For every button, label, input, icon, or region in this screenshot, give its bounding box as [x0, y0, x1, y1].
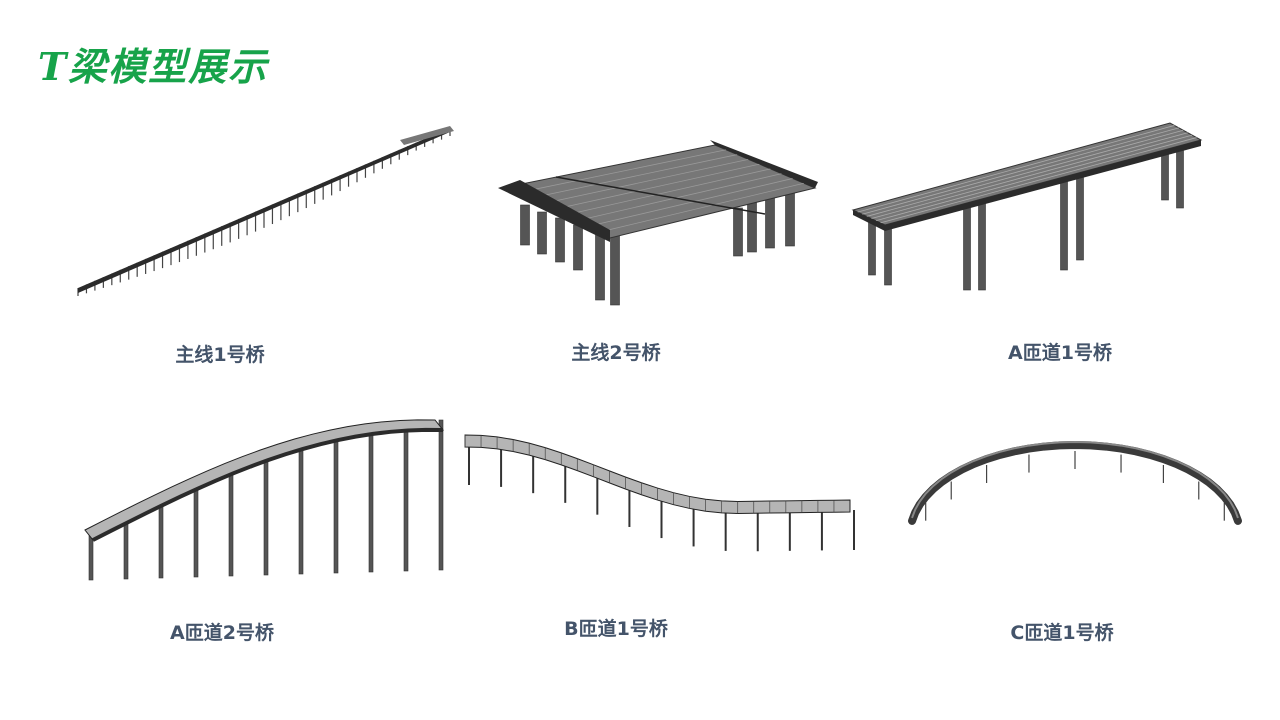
bridge-deck	[78, 128, 450, 293]
pier	[438, 419, 444, 571]
pier	[1176, 142, 1184, 209]
pier	[747, 201, 757, 253]
bridge-model-ramp-b-1-image	[464, 434, 855, 552]
pier	[228, 463, 234, 577]
pier	[555, 217, 565, 263]
pier	[263, 449, 269, 576]
bridge-model-main-line-2	[490, 130, 830, 320]
deck-joint	[555, 176, 766, 215]
pier	[963, 199, 971, 291]
pier	[537, 211, 547, 255]
bridge-deck	[908, 440, 1242, 525]
deck-line	[585, 178, 793, 228]
bridge-abutment	[498, 180, 610, 242]
bridge-model-ramp-a-1	[845, 115, 1215, 305]
bridge-model-main-line-2-image	[498, 140, 818, 306]
bridge-deck-edge	[92, 427, 444, 542]
bridge-model-main-line-1-image	[77, 126, 454, 296]
bridge-model-ramp-b-1	[455, 420, 855, 560]
pier	[978, 194, 986, 291]
bridge-deck-edge	[853, 210, 885, 231]
deck-line	[573, 173, 782, 222]
bridge-model-ramp-a-2	[75, 390, 455, 600]
bridge-abutment	[710, 140, 818, 188]
pier	[610, 229, 620, 306]
deck-line	[875, 134, 1193, 222]
pier	[1060, 169, 1068, 271]
bridge-deck-end	[400, 126, 454, 145]
caption-main-line-2: 主线2号桥	[571, 342, 661, 364]
deck-line	[561, 168, 771, 217]
caption-ramp-c-1: C匝道1号桥	[1010, 622, 1114, 644]
caption-ramp-a-2: A匝道2号桥	[170, 622, 274, 644]
bridge-model-ramp-a-1-image	[851, 122, 1203, 291]
bridge-model-ramp-c-1-image	[908, 440, 1242, 525]
pier	[785, 191, 795, 247]
deck-line	[871, 132, 1188, 219]
pier	[1076, 164, 1084, 261]
bridge-deck-edge	[885, 140, 1201, 231]
deck-line	[862, 127, 1179, 215]
deck-line	[857, 125, 1175, 213]
deck-line	[525, 154, 738, 200]
pier	[193, 478, 199, 578]
caption-ramp-b-1: B匝道1号桥	[564, 618, 668, 640]
bridge-model-ramp-a-2-image	[84, 419, 445, 581]
pier	[733, 207, 743, 257]
deck-line	[537, 158, 749, 206]
pier	[595, 229, 605, 301]
pier	[573, 224, 583, 271]
pier	[520, 204, 530, 246]
deck-line	[513, 149, 727, 194]
caption-main-line-1: 主线1号桥	[175, 344, 265, 366]
page-title: T梁模型展示	[38, 44, 269, 89]
pier	[298, 438, 304, 575]
bridge-deck	[464, 434, 851, 514]
deck-line	[866, 129, 1184, 217]
bridge-model-ramp-c-1	[895, 435, 1255, 555]
pier	[333, 429, 339, 574]
deck-line	[597, 182, 804, 233]
deck-line	[549, 163, 760, 211]
bridge-deck-top	[911, 440, 1239, 519]
pier	[368, 423, 374, 573]
pier	[403, 420, 409, 572]
bridge-model-main-line-1	[70, 120, 460, 300]
deck-line	[880, 137, 1197, 224]
caption-ramp-a-1: A匝道1号桥	[1008, 342, 1112, 364]
pier	[765, 195, 775, 249]
